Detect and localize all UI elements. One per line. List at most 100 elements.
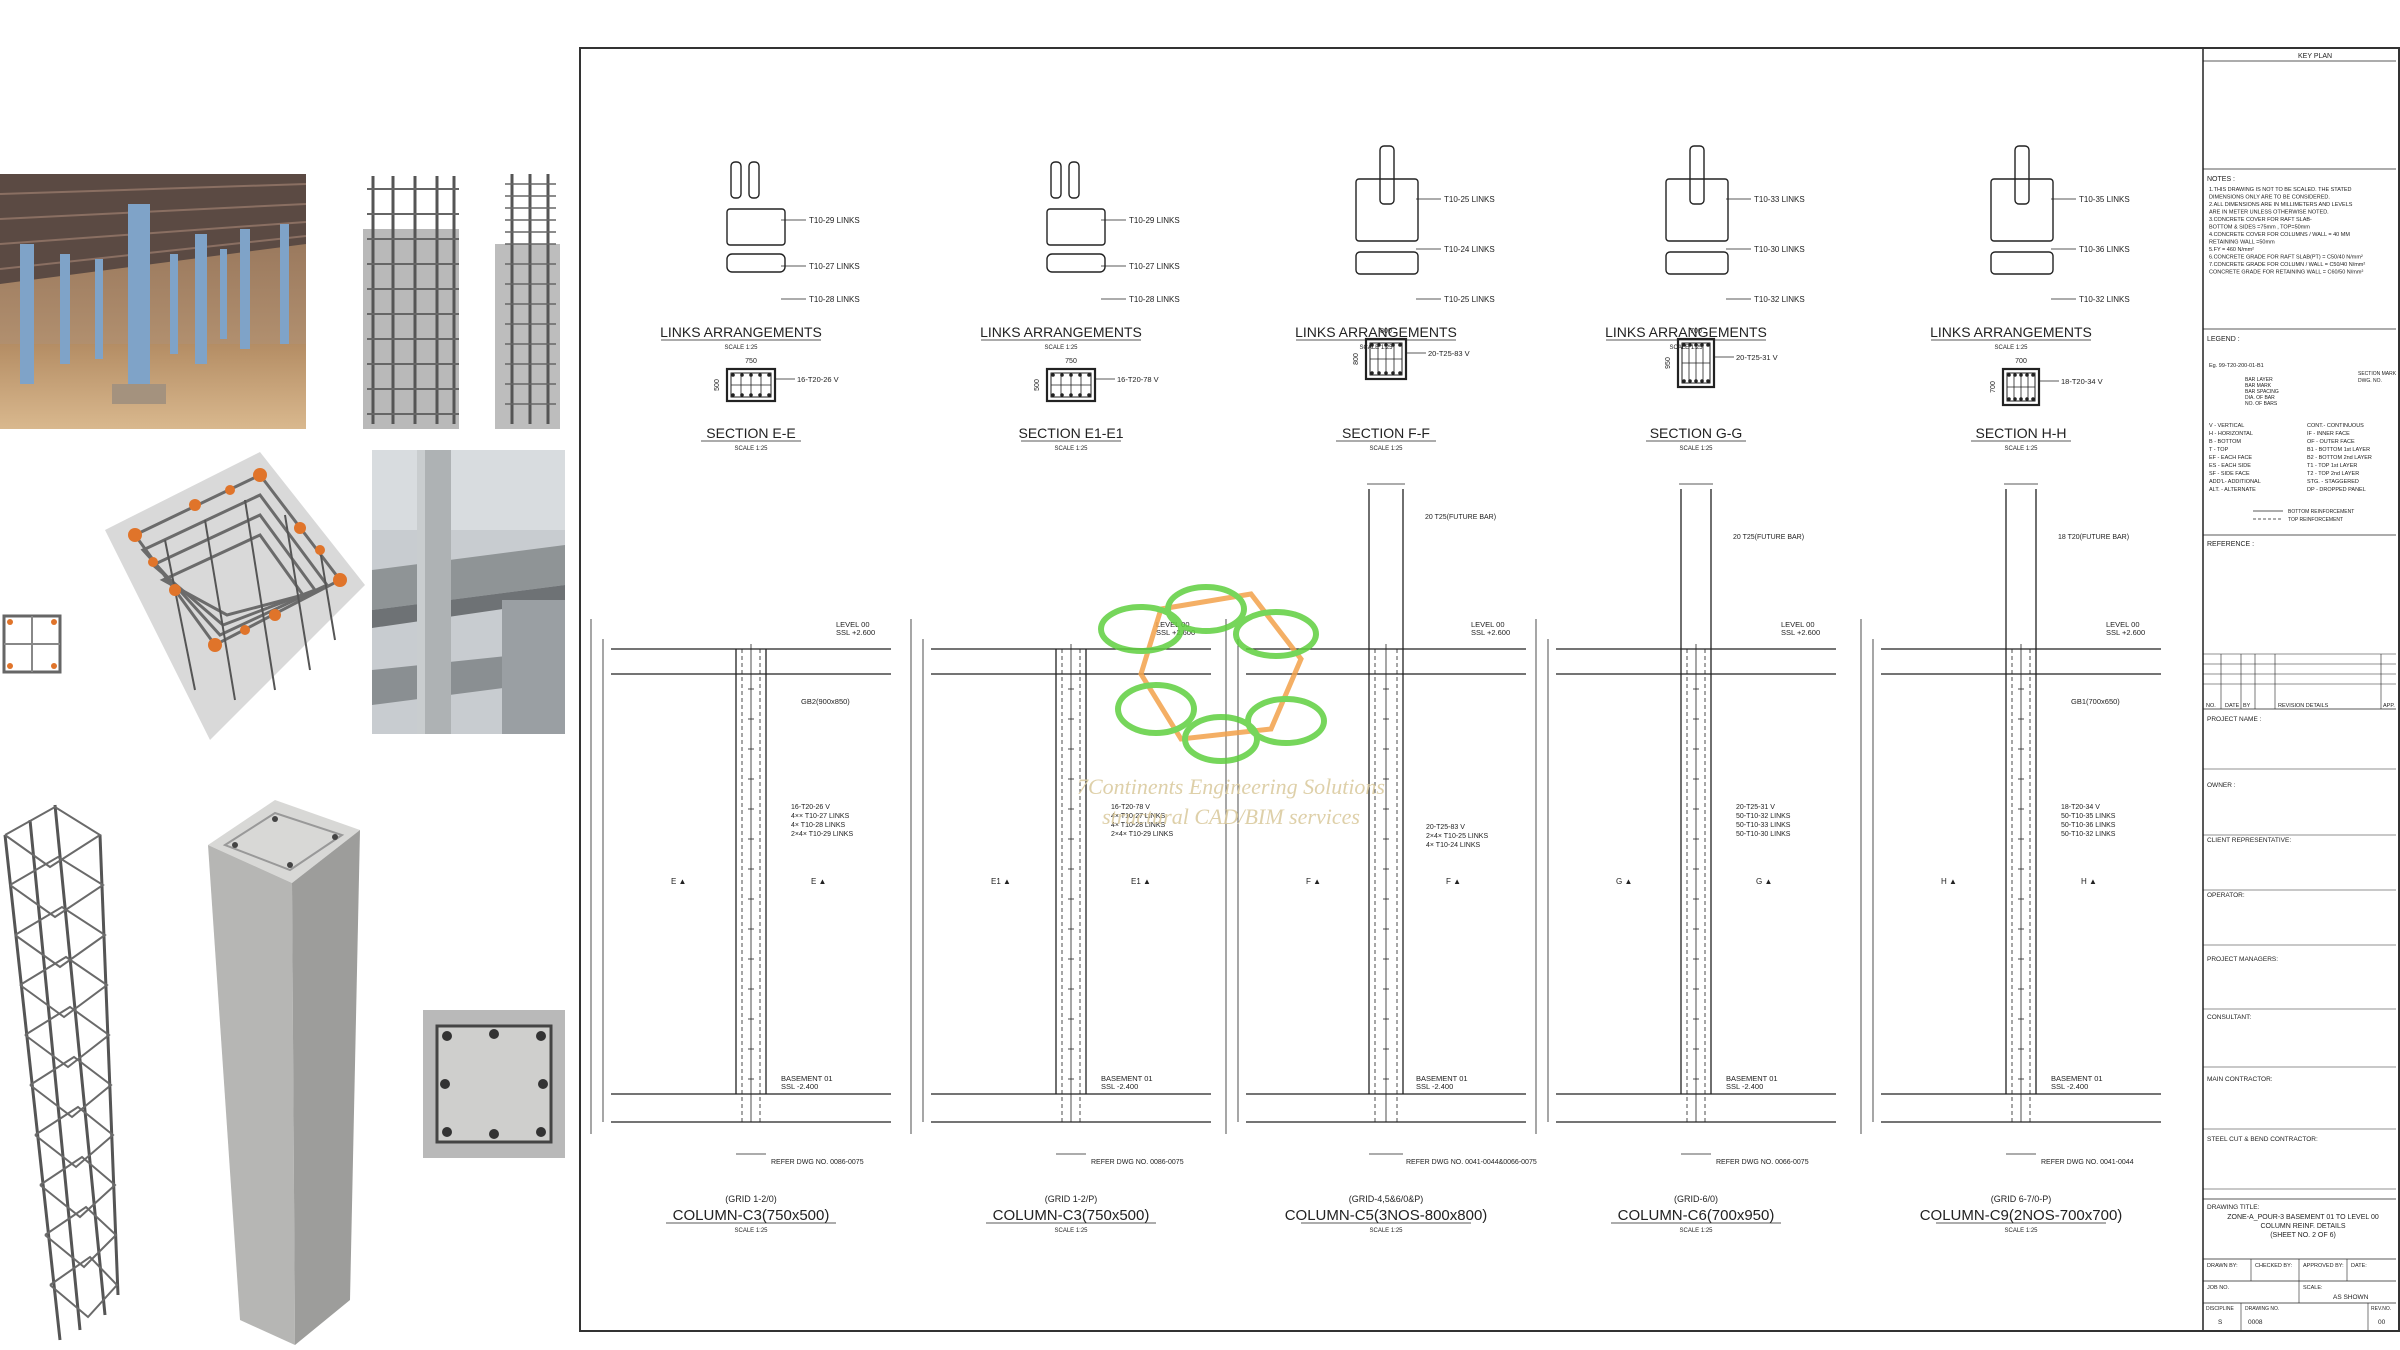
ssl-top-label: SSL +2.600 <box>1471 628 1510 637</box>
refer-label: REFER DWG NO. 0086-0075 <box>1091 1159 1184 1166</box>
column-name: COLUMN-C6(700x950) <box>1618 1207 1775 1224</box>
rebar-dot <box>1700 379 1704 383</box>
rebar-dot <box>1384 371 1388 375</box>
rebar-dot <box>1706 379 1710 383</box>
section-title: SECTION E-E <box>706 425 795 441</box>
section-title: SECTION F-F <box>1342 425 1430 441</box>
legend-example-item: BAR MARK <box>2245 383 2272 389</box>
column-scale: SCALE 1:25 <box>1054 1228 1088 1234</box>
reinforcement-note: 50-T10-36 LINKS <box>2061 822 2116 829</box>
note-line: 1.THIS DRAWING IS NOT TO BE SCALED. THE … <box>2209 187 2352 193</box>
grid-label: (GRID 6-7/0-P) <box>1991 1194 2052 1204</box>
section-scale: SCALE 1:25 <box>1679 446 1713 452</box>
column-scale: SCALE 1:25 <box>1679 1228 1713 1234</box>
section-dim-height: 500 <box>1034 379 1041 391</box>
photo-rebar-cage-3d-orange <box>95 440 370 750</box>
project-field-label: STEEL CUT & BEND CONTRACTOR: <box>2207 1136 2318 1143</box>
beam-label: GB1(700x650) <box>2071 697 2120 706</box>
scale-label: SCALE: <box>2303 1285 2323 1291</box>
reinforcement-note: 4×× T10-27 LINKS <box>791 813 850 820</box>
rebar-dot <box>2013 373 2017 377</box>
legend-example-item: BAR SPACING <box>2245 389 2279 395</box>
reinforcement-note: 16-T20-78 V <box>1111 804 1150 811</box>
signature-label: DRAWN BY: <box>2207 1263 2238 1269</box>
note-line: 7.CONCRETE GRADE FOR COLUMN / WALL = C50… <box>2209 262 2365 268</box>
reinforcement-note: 4× T10-27 LINKS <box>1111 813 1165 820</box>
section-dim-width: 800 <box>1380 328 1392 335</box>
notes-title: NOTES : <box>2207 176 2235 183</box>
rebar-dot <box>740 393 744 397</box>
links-title: LINKS ARRANGEMENTS <box>1295 324 1457 340</box>
legend-right-item: DP - DROPPED PANEL <box>2307 487 2366 493</box>
rebar-dot <box>1370 371 1374 375</box>
section-title: SECTION H-H <box>1976 425 2067 441</box>
reference-label: REFERENCE : <box>2207 541 2254 548</box>
rebar-dot <box>2007 373 2011 377</box>
legend-right-item: IF - INNER FACE <box>2307 431 2350 437</box>
link-label: T10-27 LINKS <box>809 262 860 271</box>
signature-label: APPROVED BY: <box>2303 1263 2344 1269</box>
section-outline <box>1676 337 1716 389</box>
legend-line-bottom: BOTTOM REINFORCEMENT <box>2288 509 2354 515</box>
rebar-dot <box>1087 393 1091 397</box>
revision-header: REVISION DETAILS <box>2278 703 2329 709</box>
grid-label: (GRID 1-2/P) <box>1045 1194 1098 1204</box>
ssl-bottom-label: SSL -2.400 <box>1416 1082 1453 1091</box>
legend-example: Eg. 99-T20-200-01-B1 <box>2209 363 2264 369</box>
refer-label: REFER DWG NO. 0041-0044&0066-0075 <box>1406 1159 1537 1166</box>
section-scale: SCALE 1:25 <box>734 446 768 452</box>
watermark-ring <box>1182 714 1260 764</box>
link-shape <box>1355 178 1419 242</box>
level-top-label: LEVEL 00 <box>1471 620 1505 629</box>
rebar-dot <box>731 373 735 377</box>
watermark-ring <box>1165 584 1247 634</box>
links-scale: SCALE 1:25 <box>1994 345 2028 351</box>
note-line: 4.CONCRETE COVER FOR COLUMNS / WALL = 40… <box>2209 232 2350 238</box>
ssl-top-label: SSL +2.600 <box>1781 628 1820 637</box>
rebar-dot <box>731 393 735 397</box>
section-cut-left: H ▲ <box>1941 877 1957 886</box>
rebar-dot <box>1688 379 1692 383</box>
section-bars-label: 20-T25-83 V <box>1428 349 1470 358</box>
section-cut-left: E ▲ <box>671 877 686 886</box>
link-label: T10-27 LINKS <box>1129 262 1180 271</box>
legend-left-item: ALT. - ALTERNATE <box>2209 487 2256 493</box>
link-shape <box>1046 253 1106 273</box>
rebar-dot <box>1706 343 1710 347</box>
reinforcement-note: 18-T20-34 V <box>2061 804 2100 811</box>
legend-right-item: T1 - TOP 1st LAYER <box>2307 463 2357 469</box>
reinforcement-note: 16-T20-26 V <box>791 804 830 811</box>
level-bottom-label: BASEMENT 01 <box>781 1074 833 1083</box>
legend-right-item: STG. - STAGGERED <box>2307 479 2359 485</box>
link-label: T10-32 LINKS <box>1754 295 1805 304</box>
reinforcement-note: 50-T10-30 LINKS <box>1736 831 1791 838</box>
refer-label: REFER DWG NO. 0041-0044 <box>2041 1159 2134 1166</box>
rebar-dot <box>1384 343 1388 347</box>
photo-concrete-columns-floor <box>372 450 565 734</box>
project-field-label: OWNER : <box>2207 782 2236 789</box>
rebar-dot <box>1069 393 1073 397</box>
rebar-dot <box>1370 343 1374 347</box>
rebar-dot <box>2019 397 2023 401</box>
link-label: T10-28 LINKS <box>809 295 860 304</box>
watermark-line1: 7Continents Engineering Solutions <box>1077 774 1385 799</box>
legend-line-top: TOP REINFORCEMENT <box>2288 517 2343 523</box>
section-dim-height: 700 <box>1990 381 1997 393</box>
legend-example-item: NO. OF BARS <box>2245 401 2278 407</box>
reinforcement-note: 20-T25-83 V <box>1426 824 1465 831</box>
watermark-ring <box>1098 604 1184 654</box>
legend-example-item: DIA. OF BAR <box>2245 395 2275 401</box>
section-bars-label: 18-T20-34 V <box>2061 377 2103 386</box>
rebar-dot <box>1060 373 1064 377</box>
rebar-dot <box>1078 373 1082 377</box>
section-bars-label: 20-T25-31 V <box>1736 353 1778 362</box>
ssl-bottom-label: SSL -2.400 <box>2051 1082 2088 1091</box>
